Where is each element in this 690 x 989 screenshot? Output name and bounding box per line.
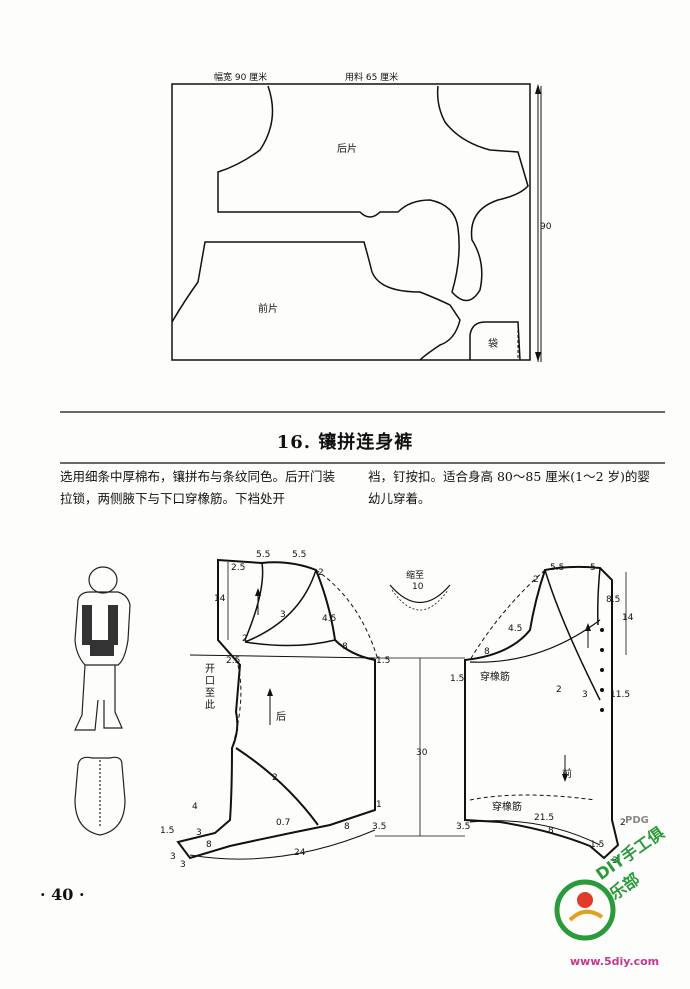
back-opening-label: 开口至此	[205, 664, 215, 711]
dim: 5.5	[550, 563, 565, 573]
dim: 3.5	[372, 822, 387, 832]
dim: 2	[242, 634, 248, 644]
dim: 3	[612, 856, 618, 866]
dim: 8.5	[606, 595, 621, 605]
front-piece-label: 前片	[258, 304, 278, 315]
fabric-usage-label: 用料 65 厘米	[345, 73, 399, 83]
watermark-pdg: PDG	[625, 815, 649, 826]
page-number: · 40 ·	[40, 885, 85, 904]
collar-label: 缩至	[406, 571, 425, 581]
dim: 1.5	[450, 674, 465, 684]
dim: 1.5	[590, 840, 605, 850]
back-piece-label: 后片	[337, 144, 357, 155]
dim: 24	[294, 848, 306, 858]
dim: 3	[170, 852, 176, 862]
dim: 1	[376, 800, 382, 810]
dim: 14	[214, 594, 226, 604]
dim: 8	[548, 826, 554, 836]
back-grain-label: 后	[276, 712, 286, 723]
dim: 3	[196, 828, 202, 838]
dim: 8	[484, 647, 490, 657]
baby-illustration	[74, 566, 131, 836]
dim: 0.7	[276, 818, 291, 828]
dim: 8	[344, 822, 350, 832]
fabric-width-label: 幅宽 90 厘米	[214, 73, 268, 83]
dim: 8	[342, 642, 348, 652]
dim: 3	[180, 860, 186, 870]
elastic-label-top: 穿橡筋	[480, 672, 510, 683]
dim: 21.5	[534, 813, 555, 823]
dim: 2	[556, 685, 562, 695]
dim: 4	[192, 802, 198, 812]
dim: 5.5	[256, 550, 271, 560]
dim: 3.5	[456, 822, 471, 832]
elastic-label-bottom: 穿橡筋	[492, 802, 522, 813]
dim: 5	[590, 563, 596, 573]
paragraph-left: 选用细条中厚棉布，镶拼布与条纹同色。后开门装拉锁，两侧腋下与下口穿橡筋。下裆处开	[60, 469, 336, 506]
height-dim-label: 90	[540, 222, 552, 232]
watermark-logo-icon	[554, 879, 616, 941]
dim: 4.5	[322, 614, 337, 624]
section-title: 16. 镶拼连身裤	[276, 432, 414, 453]
watermark-site: www.5diy.com	[570, 955, 660, 968]
dim: 2	[533, 575, 539, 585]
pocket-label: 袋	[488, 339, 498, 350]
dim: 2	[620, 818, 626, 828]
dim: 2.5	[226, 656, 241, 666]
dim: 8	[206, 840, 212, 850]
watermark: DIY手工俱乐部 www.5diy.com PDG	[530, 815, 680, 975]
dim: 3	[280, 610, 286, 620]
dim: 2	[272, 773, 278, 783]
collar-dim: 10	[412, 582, 424, 592]
dim: 2.5	[231, 563, 246, 573]
baby-shading	[82, 605, 118, 656]
dim: 4.5	[508, 624, 523, 634]
dim: 1.5	[376, 656, 391, 666]
dim: 14	[622, 613, 634, 623]
dim: 30	[416, 748, 428, 758]
dim: 1.5	[160, 826, 175, 836]
paragraph-right: 裆，钉按扣。适合身高 80～85 厘米(1～2 岁)的婴幼儿穿着。	[368, 469, 650, 506]
dim: 2	[318, 568, 324, 578]
dim: 3	[582, 690, 588, 700]
dim: 5.5	[292, 550, 307, 560]
front-grain-label: 前	[562, 769, 572, 780]
dim: 11.5	[610, 690, 631, 700]
